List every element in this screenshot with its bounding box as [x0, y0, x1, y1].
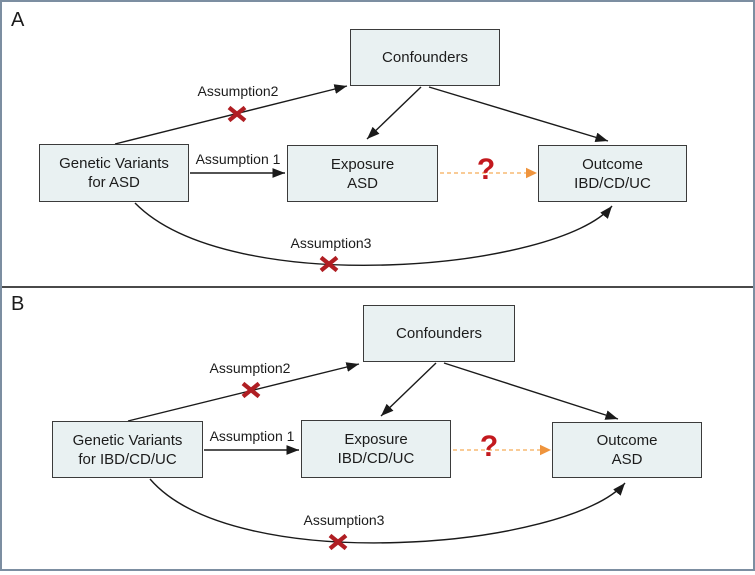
node-label-line1: Outcome [582, 155, 643, 173]
node-label-line2: for ASD [88, 174, 140, 191]
exposure-box-a: Exposure ASD [287, 145, 438, 202]
assumption2-arrow-b [127, 362, 360, 422]
confounders-box-b: Confounders [363, 305, 515, 362]
cross-icon [319, 255, 339, 273]
exposure-box-b: Exposure IBD/CD/UC [301, 420, 451, 478]
node-label-line2: for IBD/CD/UC [78, 450, 177, 468]
cross-icon [241, 381, 261, 399]
panel-a-label: A [11, 9, 25, 31]
node-label: Confounders [382, 49, 468, 66]
assumption3-arc-a [134, 202, 613, 266]
assumption2-label-a: Assumption2 [197, 83, 279, 99]
orange-arrowhead-icon [540, 444, 551, 456]
confounders-to-outcome-arrow-b [443, 362, 619, 420]
confounders-to-exposure-arrow-b [380, 362, 437, 417]
assumption2-label-b: Assumption2 [209, 360, 291, 376]
node-label-line1: Exposure [330, 155, 395, 173]
assumption1-label-a: Assumption 1 [195, 151, 281, 167]
node-label-line2: IBD/CD/UC [337, 450, 415, 467]
cross-icon [328, 533, 348, 551]
orange-arrowhead-icon [526, 167, 537, 179]
assumption2-arrow-a [114, 84, 348, 145]
node-label-line2: IBD/CD/UC [574, 174, 651, 192]
node-label-line2: ASD [347, 174, 378, 192]
confounders-box-a: Confounders [350, 29, 500, 86]
node-label-line1: Outcome [596, 432, 658, 449]
question-mark-a: ? [476, 153, 496, 186]
assumption3-label-b: Assumption3 [303, 512, 385, 528]
genetic-variants-box-b: Genetic Variants for IBD/CD/UC [52, 421, 203, 478]
outcome-box-a: Outcome IBD/CD/UC [538, 145, 687, 202]
node-label-line1: Genetic Variants [59, 155, 169, 172]
node-label-line1: Exposure [344, 431, 408, 448]
panel-divider [2, 286, 753, 288]
genetic-variants-box-a: Genetic Variants for ASD [39, 144, 189, 202]
assumption1-label-b: Assumption 1 [209, 428, 295, 444]
assumption3-label-a: Assumption3 [290, 235, 372, 251]
panel-b-label: B [11, 293, 25, 315]
node-label: Confounders [396, 325, 482, 342]
node-label-line1: Genetic Variants [72, 431, 183, 449]
confounders-to-outcome-arrow-a [428, 86, 609, 143]
node-label-line2: ASD [611, 451, 643, 468]
cross-icon [227, 105, 247, 123]
outcome-box-b: Outcome ASD [552, 422, 702, 478]
assumption3-arc-b [149, 478, 626, 544]
question-mark-b: ? [479, 430, 499, 463]
panel-b-edges [127, 362, 626, 551]
panel-a-edges [114, 84, 613, 273]
confounders-to-exposure-arrow-a [366, 86, 422, 140]
